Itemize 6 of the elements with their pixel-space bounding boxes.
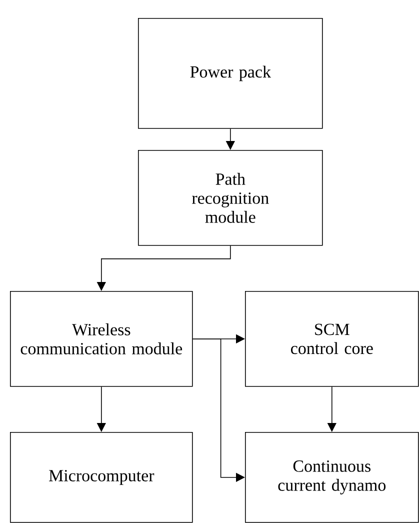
process-box: Microcomputer xyxy=(10,432,193,523)
process-box: Wireless communication module xyxy=(10,291,193,387)
process-box: Continuous current dynamo xyxy=(245,432,419,523)
process-box: SCM control core xyxy=(245,291,419,387)
process-box: Power pack xyxy=(138,18,323,129)
process-box: Path recognition module xyxy=(138,150,323,246)
